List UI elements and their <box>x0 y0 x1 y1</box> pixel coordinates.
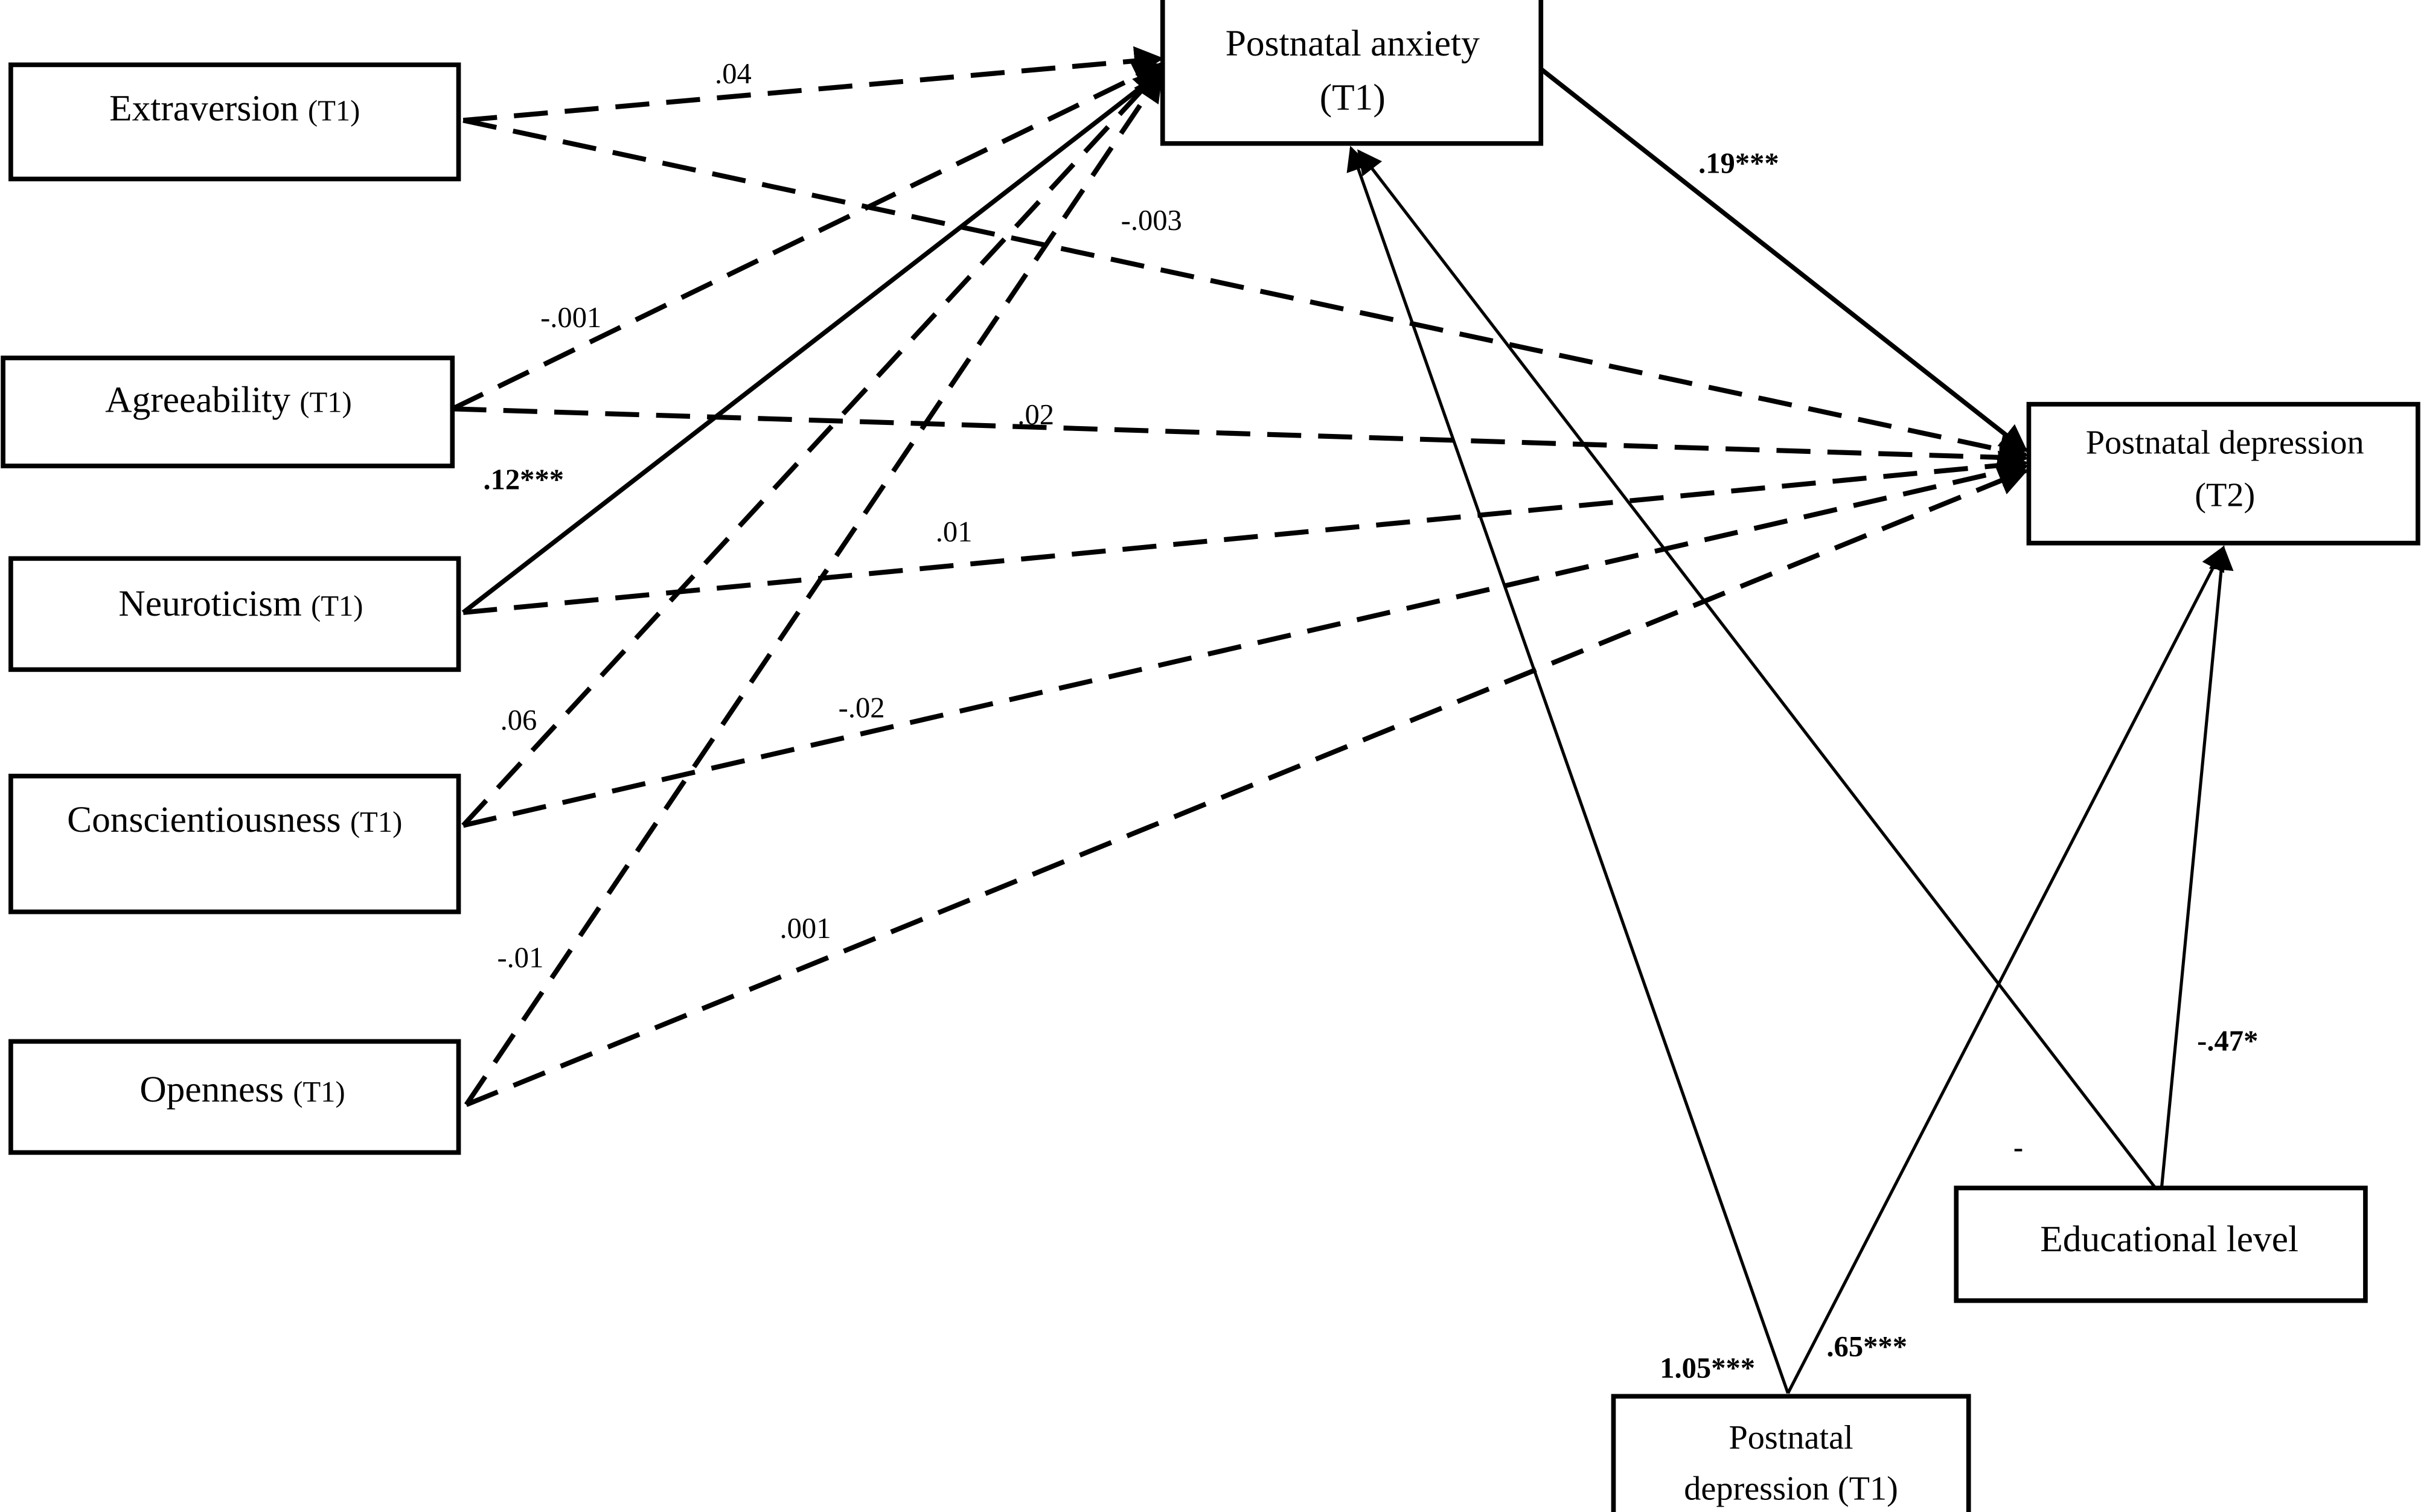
node-postnatal-depression-t1: Postnatal depression (T1) <box>1611 1394 1971 1512</box>
node-educational-level: Educational level <box>1954 1185 2368 1303</box>
node-time: (T1) <box>308 94 360 127</box>
svg-text:Agreeability (T1): Agreeability (T1) <box>105 379 351 420</box>
node-agreeability: Agreeability (T1) <box>1 356 455 468</box>
coef-openness-anxiety: -.01 <box>497 942 543 974</box>
path-education-depression <box>2160 545 2234 1188</box>
path-pd1-anxiety <box>1346 145 1789 1394</box>
path-openness-anxiety <box>464 71 1163 1106</box>
coef-conscientiousness-depression: -.02 <box>839 692 885 724</box>
node-time: (T1) <box>293 1076 345 1108</box>
path-education-anxiety <box>1357 149 2157 1189</box>
node-time: (T1) <box>299 386 351 418</box>
node-extraversion: Extraversion (T1) <box>8 62 461 182</box>
node-time: (T1) <box>311 590 363 622</box>
path-conscientiousness-depression <box>462 457 2029 828</box>
node-label: Openness <box>139 1069 284 1110</box>
path-agreeability-anxiety <box>451 62 1164 412</box>
coef-neuroticism-depression: .01 <box>936 515 973 548</box>
node-time: (T2) <box>2195 476 2255 514</box>
coef-neuroticism-anxiety: .12*** <box>483 463 564 496</box>
node-label: Agreeability <box>105 379 290 420</box>
node-label: Postnatal <box>1729 1419 1853 1456</box>
node-time: (T1) <box>350 806 402 838</box>
svg-text:Extraversion (T1): Extraversion (T1) <box>109 88 360 129</box>
coef-extraversion-depression: -.003 <box>1121 204 1182 237</box>
node-conscientiousness: Conscientiousness (T1) <box>8 773 461 914</box>
coef-openness-depression: .001 <box>779 912 831 945</box>
node-label: Neuroticism <box>118 583 301 624</box>
node-time: (T1) <box>1320 77 1386 118</box>
coef-agreeability-depression: .02 <box>1017 398 1054 431</box>
node-label: Conscientiousness <box>67 799 341 840</box>
node-openness: Openness (T1) <box>8 1039 461 1155</box>
node-neuroticism: Neuroticism (T1) <box>8 556 461 672</box>
coef-agreeability-anxiety: -.001 <box>540 301 601 334</box>
coef-pd1-anxiety: 1.05*** <box>1660 1352 1755 1385</box>
path-pd1-depression <box>1786 545 2225 1394</box>
svg-text:Openness (T1): Openness (T1) <box>139 1069 345 1110</box>
svg-text:Conscientiousness (T1): Conscientiousness (T1) <box>67 799 402 840</box>
coef-education-anxiety: - <box>2013 1131 2023 1164</box>
paths <box>451 46 2234 1394</box>
node-postnatal-anxiety: Postnatal anxiety (T1) <box>1160 0 1544 146</box>
path-neuroticism-anxiety <box>461 67 1166 614</box>
coef-education-depression: -.47* <box>2197 1025 2258 1057</box>
node-label: Postnatal depression <box>2086 424 2364 462</box>
node-label: Educational level <box>2040 1219 2298 1260</box>
node-label: Postnatal anxiety <box>1226 23 1480 64</box>
node-label: Extraversion <box>109 88 299 129</box>
coef-pd1-depression: .65*** <box>1826 1330 1907 1363</box>
svg-text:Neuroticism (T1): Neuroticism (T1) <box>118 583 363 624</box>
coef-conscientiousness-anxiety: .06 <box>501 704 537 736</box>
path-agreeability-depression <box>452 406 2029 473</box>
path-neuroticism-depression <box>462 450 2029 615</box>
path-conscientiousness-anxiety <box>461 67 1163 828</box>
path-anxiety-depression <box>1530 60 2028 453</box>
node-postnatal-depression-t2: Postnatal depression (T2) <box>2026 401 2420 546</box>
coef-extraversion-anxiety: .04 <box>715 57 752 90</box>
coef-anxiety-depression: .19*** <box>1698 147 1779 179</box>
path-openness-depression <box>465 467 2029 1107</box>
path-extraversion-anxiety <box>462 46 1165 123</box>
path-extraversion-depression <box>462 118 2029 464</box>
coefficients: .04 -.003 -.001 .02 .12*** .01 .06 -.02 … <box>483 57 2258 1385</box>
node-time: depression (T1) <box>1684 1470 1898 1508</box>
